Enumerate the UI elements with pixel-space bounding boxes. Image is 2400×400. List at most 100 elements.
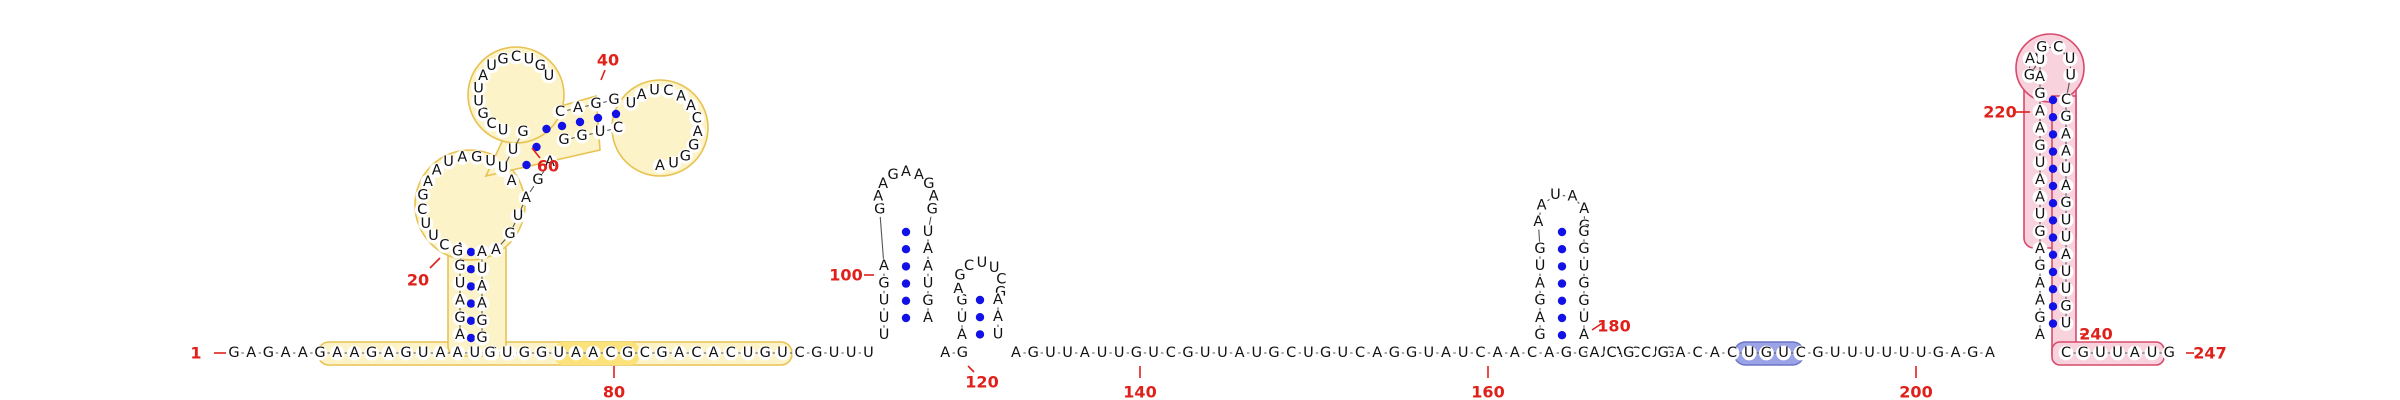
nucleotide: G <box>454 310 465 326</box>
nucleotide-bg <box>1352 345 1368 361</box>
nucleotide-bg <box>504 173 519 189</box>
base-pair-dot <box>466 247 476 257</box>
nucleotide-bg <box>2034 40 2050 56</box>
nucleotide: C <box>2061 92 2071 108</box>
nucleotide: U <box>1579 310 1590 326</box>
nucleotide: G <box>1268 345 1279 361</box>
nucleotide: U <box>1899 345 1910 361</box>
nucleotide-bg <box>364 345 379 361</box>
nucleotide-bg <box>398 345 414 361</box>
nucleotide-bg <box>474 296 490 311</box>
nucleotide: C <box>1286 345 1296 361</box>
nucleotide-bg <box>1576 293 1592 309</box>
nucleotide-bg <box>647 82 662 98</box>
base-pairs <box>466 95 2058 343</box>
nucleotide: G <box>1320 345 1331 361</box>
nucleotide-bg <box>990 327 1006 342</box>
nucleotide: U <box>2061 161 2072 177</box>
position-number: 120 <box>965 373 998 392</box>
nucleotide-bg <box>2161 345 2177 361</box>
nucleotide-bg <box>1532 327 1548 343</box>
nucleotide-bg <box>652 158 668 174</box>
nucleotide-bg <box>502 226 518 242</box>
nucleotide: G <box>452 243 463 259</box>
nucleotide: G <box>519 345 530 361</box>
nucleotide-bg <box>2058 195 2074 211</box>
nucleotide: A <box>1579 201 1589 217</box>
nucleotide: U <box>649 82 660 98</box>
nucleotide: G <box>957 345 968 361</box>
nucleotide-bg <box>585 345 601 361</box>
nucleotide-bg <box>861 345 876 361</box>
nucleotide-bg <box>921 176 937 192</box>
position-tick <box>429 257 441 269</box>
nucleotide-bg <box>1776 345 1791 361</box>
nucleotide: U <box>993 326 1004 342</box>
nucleotide: G <box>878 275 889 291</box>
nucleotide-bg <box>482 345 498 361</box>
nucleotide: A <box>457 150 467 166</box>
nucleotide: U <box>485 154 496 170</box>
nucleotide: A <box>709 345 719 361</box>
nucleotide: A <box>929 188 939 204</box>
position-tick <box>967 365 975 373</box>
nucleotide-bg <box>1931 345 1946 361</box>
nucleotide-bg <box>552 104 568 120</box>
nucleotide: U <box>469 345 480 361</box>
nucleotide-bg <box>1266 345 1282 361</box>
nucleotide-bg <box>2032 276 2048 291</box>
nucleotide: C <box>487 116 497 132</box>
nucleotide: G <box>477 106 488 122</box>
nucleotide-bg <box>974 255 990 271</box>
nucleotide: G <box>1812 345 1823 361</box>
nucleotide: U <box>1864 345 1875 361</box>
position-number: 80 <box>603 383 625 400</box>
nucleotide-bg <box>920 293 936 309</box>
nucleotide-bg <box>542 154 558 170</box>
nucleotide-bg <box>1707 345 1723 361</box>
nucleotide-bg <box>870 188 886 204</box>
nucleotide-bg <box>475 106 491 122</box>
nucleotide-bg <box>515 124 531 140</box>
nucleotide: C <box>726 345 736 361</box>
nucleotide-bg <box>418 216 434 232</box>
nucleotide: G <box>1623 345 1634 361</box>
nucleotide-bg <box>1879 345 1895 361</box>
nucleotide: C <box>691 345 701 361</box>
nucleotide-bg <box>551 345 567 361</box>
nucleotide: U <box>421 216 432 232</box>
nucleotide: G <box>1561 345 1572 361</box>
nucleotide: A <box>686 98 696 114</box>
base-pair-dot <box>2048 233 2058 242</box>
nucleotide: G <box>532 172 543 188</box>
nucleotide: A <box>1493 345 1503 361</box>
nucleotide-bg <box>495 123 511 139</box>
nucleotide-bg <box>740 345 756 361</box>
nucleotide-bg <box>381 345 397 361</box>
nucleotide: A <box>1589 345 1599 361</box>
base-pair-dot <box>975 330 985 339</box>
position-number: 20 <box>407 271 429 290</box>
base-pair-dot <box>522 160 531 170</box>
nucleotide-bg <box>872 202 888 217</box>
nucleotide-bg <box>911 167 927 183</box>
nucleotide-bg <box>452 327 468 343</box>
nucleotide-bg <box>295 345 311 361</box>
nucleotide-bg <box>2032 241 2048 257</box>
nucleotide: G <box>1389 345 1400 361</box>
nucleotide: A <box>655 158 665 174</box>
nucleotide-bg <box>1532 276 1548 291</box>
nucleotide-bg <box>920 276 936 291</box>
nucleotide-bg <box>876 310 892 326</box>
nucleotide: A <box>477 244 487 260</box>
nucleotide: C <box>511 49 521 65</box>
nucleotide: A <box>384 345 394 361</box>
nucleotide: G <box>1534 241 1545 257</box>
base-pair-dot <box>901 279 911 288</box>
nucleotide: G <box>1406 345 1417 361</box>
nucleotide: G <box>263 345 274 361</box>
nucleotide: G <box>656 345 667 361</box>
nucleotide: A <box>674 345 684 361</box>
base-pair-dot <box>2048 302 2058 311</box>
